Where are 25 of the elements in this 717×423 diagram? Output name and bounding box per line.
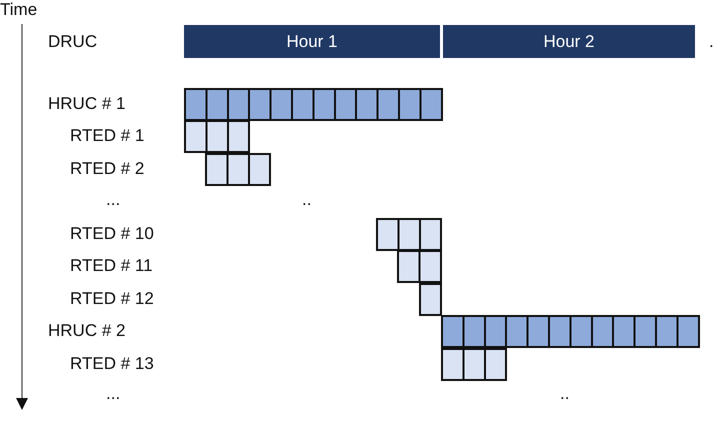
row-label: RTED # 2 xyxy=(70,159,144,179)
row-label: HRUC # 1 xyxy=(48,94,126,114)
row-label: RTED # 10 xyxy=(70,224,154,244)
ellipsis: .. xyxy=(302,190,312,210)
time-block-strip xyxy=(441,315,700,348)
ellipsis: ... xyxy=(106,384,120,404)
row-label: HRUC # 2 xyxy=(48,321,126,341)
time-block-strip xyxy=(441,348,508,380)
ellipsis: ... xyxy=(106,190,120,210)
ellipsis: .. xyxy=(560,384,570,404)
time-block-strip xyxy=(376,218,442,250)
time-block-strip xyxy=(184,120,250,152)
axis-title: Time xyxy=(0,0,38,20)
time-block-strip xyxy=(397,250,442,282)
row-label: RTED # 1 xyxy=(70,126,144,146)
ellipsis: . xyxy=(709,32,714,52)
row-label: RTED # 12 xyxy=(70,289,154,309)
hour-bar: Hour 2 xyxy=(443,25,695,58)
row-label: RTED # 13 xyxy=(70,354,154,374)
time-block-strip xyxy=(419,283,442,316)
hour-bar: Hour 1 xyxy=(184,25,440,58)
time-block-strip xyxy=(184,88,443,120)
row-label: DRUC xyxy=(48,32,98,52)
time-block-strip xyxy=(205,153,272,186)
row-label: RTED # 11 xyxy=(70,256,153,276)
